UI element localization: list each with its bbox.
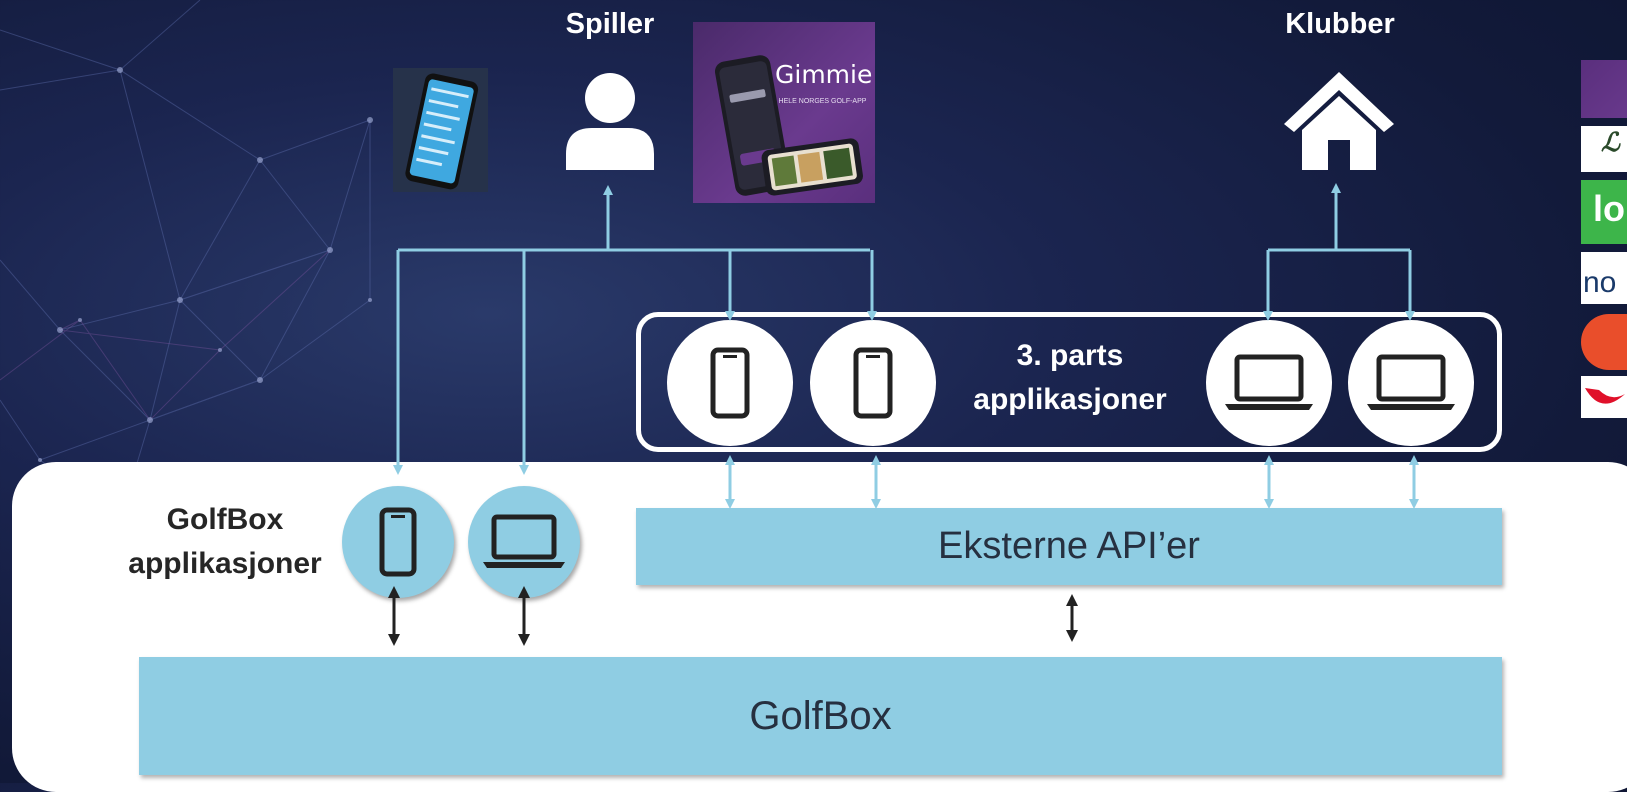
player-title: Spiller [565,8,655,40]
golfbox-core-box: GolfBox [139,657,1502,775]
third-party-web-app-1 [1206,320,1332,446]
gimmie-logo-text: Gimmie [775,60,873,89]
gimmie-tagline: HELE NORGES GOLF-APP [778,98,867,105]
golfbox-web-app [468,486,580,598]
house-icon [1284,72,1394,170]
golfbox-apps-label-line2: applikasjoner [128,547,322,580]
partner-logo-red [1581,376,1627,418]
smartphone-icon [379,507,417,577]
third-party-apps-frame [636,312,1502,452]
phone-mockup-icon [761,138,863,196]
golfbox-apps-label: GolfBox applikasjoner [112,498,338,586]
laptop-icon [1225,354,1313,410]
third-party-phone-app-1 [667,320,793,446]
third-party-label: 3. parts applikasjoner [940,334,1200,422]
laptop-icon [1367,354,1455,410]
third-party-label-line1: 3. parts [1016,339,1124,372]
partner-logo-gimmie [1581,60,1627,118]
partner-logo-b: ℒ [1581,126,1627,172]
partner-logo-no: no [1581,252,1627,304]
person-icon [566,73,654,170]
smartphone-icon [710,347,750,419]
laptop-icon [483,514,565,568]
third-party-web-app-2 [1348,320,1474,446]
golfbox-apps-label-line1: GolfBox [166,503,284,536]
partner-logo-orange [1581,314,1627,370]
smartphone-icon [853,347,893,419]
gimmie-promo-image: Gimmie HELE NORGES GOLF-APP [693,22,875,203]
golfbox-app-screenshot [393,68,488,192]
partner-logo-green: lo [1581,180,1627,244]
external-api-label: Eksterne API’er [938,525,1200,567]
clubs-title: Klubber [1285,8,1395,40]
golfbox-core-label: GolfBox [749,693,892,738]
external-api-box: Eksterne API’er [636,508,1502,585]
third-party-phone-app-2 [810,320,936,446]
golfbox-phone-app [342,486,454,598]
third-party-label-line2: applikasjoner [973,383,1167,416]
